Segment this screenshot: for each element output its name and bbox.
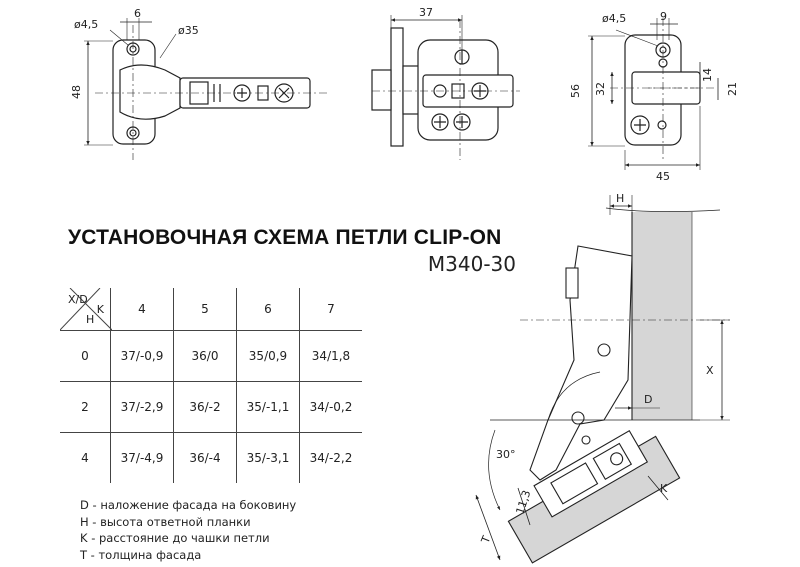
spec-table: X/D K H 4 5 6 7 0 37/-0,9 36/0 35/0,9 34… xyxy=(60,288,362,483)
hinge-side-view xyxy=(84,18,330,160)
dim-width-top-1: 6 xyxy=(134,7,141,20)
k-header: 4 xyxy=(110,288,174,331)
table-header-row: X/D K H 4 5 6 7 xyxy=(60,288,362,331)
table-cell: 34/-0,2 xyxy=(299,381,362,433)
legend-item-h: H - высота ответной планки xyxy=(80,514,251,529)
table-row: 2 37/-2,9 36/-2 35/-1,1 34/-0,2 xyxy=(60,381,362,433)
installation-diagram xyxy=(475,195,730,564)
table-cell: 35/-1,1 xyxy=(236,381,300,433)
table-row: 4 37/-4,9 36/-4 35/-3,1 34/-2,2 xyxy=(60,432,362,483)
h-value: 2 xyxy=(60,381,111,433)
table-cell: 35/-3,1 xyxy=(236,432,300,483)
table-cell: 37/-2,9 xyxy=(110,381,174,433)
k-header: 7 xyxy=(299,288,362,331)
dim-height-21: 21 xyxy=(726,82,739,96)
table-cell: 37/-0,9 xyxy=(110,330,174,382)
dim-height-14: 14 xyxy=(701,68,714,82)
label-angle: 30° xyxy=(496,448,516,461)
label-x: X xyxy=(706,364,714,377)
page-title: УСТАНОВОЧНАЯ СХЕМА ПЕТЛИ CLIP-ON xyxy=(68,226,502,249)
corner-diagonals xyxy=(60,288,112,330)
corner-xd-label: X/D xyxy=(68,293,88,306)
h-value: 4 xyxy=(60,432,111,483)
table-cell: 36/-2 xyxy=(173,381,237,433)
legend-item-k: K - расстояние до чашки петли xyxy=(80,531,270,545)
table-cell: 36/-4 xyxy=(173,432,237,483)
legend: D - наложение фасада на боковину H - выс… xyxy=(80,497,296,563)
model-number: М340-30 xyxy=(427,252,516,276)
table-cell: 34/-2,2 xyxy=(299,432,362,483)
h-value: 0 xyxy=(60,330,111,382)
mounting-plate-view xyxy=(588,18,719,170)
table-row: 0 37/-0,9 36/0 35/0,9 34/1,8 xyxy=(60,330,362,382)
dim-width-top-2: 9 xyxy=(660,10,667,23)
hinge-top-view xyxy=(371,15,520,160)
dim-d-small-1: ø4,5 xyxy=(74,18,98,31)
dim-height-32: 32 xyxy=(594,82,607,96)
table-cell: 36/0 xyxy=(173,330,237,382)
table-cell: 34/1,8 xyxy=(299,330,362,382)
dim-d-small-2: ø4,5 xyxy=(602,12,626,25)
table-corner: X/D K H xyxy=(60,288,112,331)
corner-h-label: H xyxy=(86,313,95,326)
legend-item-d: D - наложение фасада на боковину xyxy=(80,498,297,512)
label-d: D xyxy=(644,393,652,406)
dim-width-37: 37 xyxy=(419,6,433,19)
label-h: H xyxy=(616,192,624,205)
legend-item-t: T - толщина фасада xyxy=(80,547,202,562)
dim-d-cup: ø35 xyxy=(178,24,199,37)
corner-k-label: K xyxy=(96,303,104,316)
dim-height-48: 48 xyxy=(70,85,83,99)
dim-height-56: 56 xyxy=(569,84,582,98)
dim-width-45: 45 xyxy=(656,170,670,183)
k-header: 5 xyxy=(173,288,237,331)
label-k: K xyxy=(660,482,668,495)
table-cell: 37/-4,9 xyxy=(110,432,174,483)
k-header: 6 xyxy=(236,288,300,331)
table-cell: 35/0,9 xyxy=(236,330,300,382)
